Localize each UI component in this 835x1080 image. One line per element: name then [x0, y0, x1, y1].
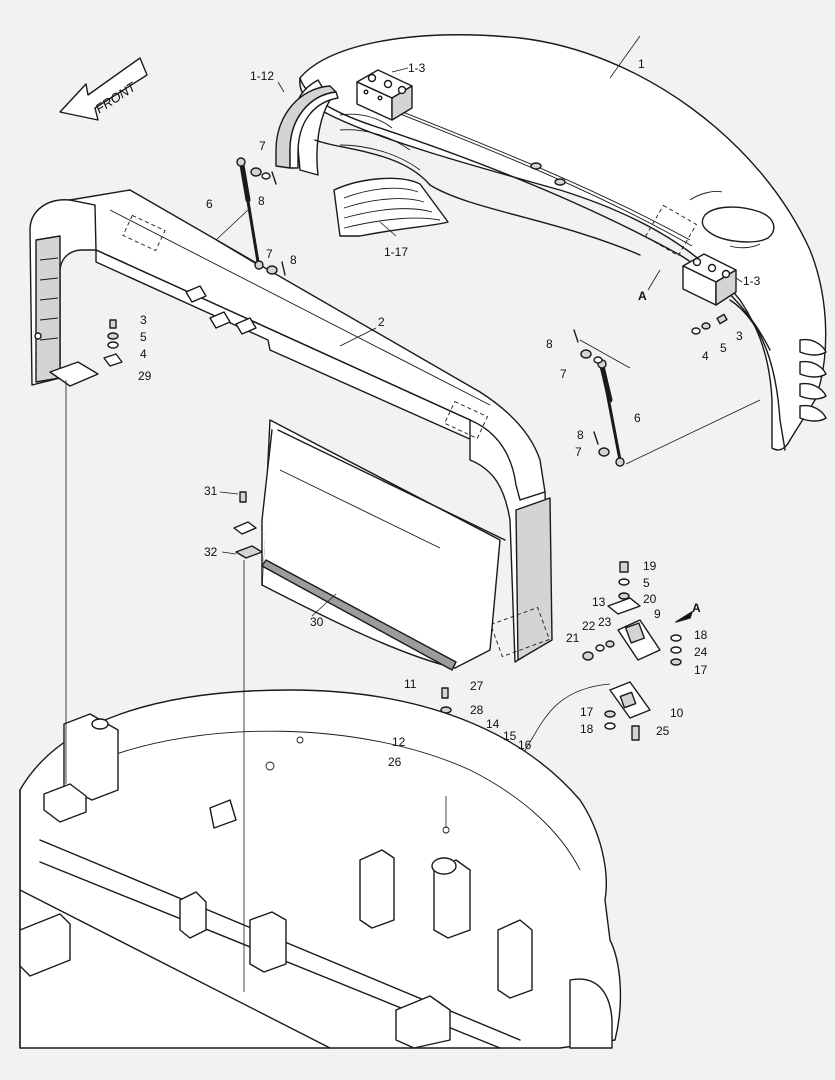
callout-19: 19 [643, 559, 657, 573]
gas-strut-left-part-6 [236, 157, 264, 270]
callout-1-17: 1-17 [384, 245, 408, 259]
view-marker-a-upper: A [638, 289, 647, 303]
callout-21: 21 [566, 631, 580, 645]
callout-4-left: 4 [140, 347, 147, 361]
upper-structure-chassis [19, 689, 622, 1049]
callout-10: 10 [670, 706, 684, 720]
callout-11: 11 [404, 677, 417, 691]
callout-17-upper: 17 [694, 663, 708, 677]
callout-29: 29 [138, 369, 152, 383]
callout-31: 31 [204, 484, 218, 498]
callout-30: 30 [310, 615, 324, 629]
callout-5-right: 5 [720, 341, 727, 355]
callout-7-d: 7 [575, 445, 582, 459]
callout-7-b: 7 [266, 247, 273, 261]
view-marker-a-lower: A [692, 601, 701, 615]
callout-7-c: 7 [560, 367, 567, 381]
callout-12: 12 [392, 735, 406, 749]
fastener-washers [103, 167, 728, 457]
callout-22: 22 [582, 619, 596, 633]
frame-part-2 [29, 189, 553, 663]
callout-8-a: 8 [258, 194, 265, 208]
shroud-panel [261, 419, 506, 669]
seal-part-1-12 [275, 85, 339, 169]
callout-16: 16 [518, 738, 532, 752]
callout-25: 25 [656, 724, 670, 738]
leader-lines [65, 35, 761, 992]
callout-28: 28 [470, 703, 484, 717]
callout-1: 1 [638, 57, 645, 71]
callout-13: 13 [592, 595, 606, 609]
seal-strip-part-30 [261, 559, 457, 671]
callout-18-lower: 18 [580, 722, 594, 736]
callout-26: 26 [388, 755, 402, 769]
callout-3-left: 3 [140, 313, 147, 327]
callout-14: 14 [486, 717, 500, 731]
callout-4-right: 4 [702, 349, 709, 363]
callout-27: 27 [470, 679, 484, 693]
callout-5-left: 5 [140, 330, 147, 344]
callout-15: 15 [503, 729, 517, 743]
engine-hood-part-1 [294, 34, 827, 451]
callout-6-left: 6 [206, 197, 213, 211]
callout-24: 24 [694, 645, 708, 659]
callout-20: 20 [643, 592, 657, 606]
callout-1-12: 1-12 [250, 69, 274, 83]
gas-strut-right-part-6 [597, 359, 625, 467]
callout-8-c: 8 [546, 337, 553, 351]
latch-assembly [582, 561, 693, 741]
callout-8-b: 8 [290, 253, 297, 267]
callout-5-latch: 5 [643, 576, 650, 590]
callout-2: 2 [378, 315, 385, 329]
callout-1-3-upper: 1-3 [408, 61, 426, 75]
callout-labels: 1 1-3 1-3 1-12 1-17 2 3 3 4 4 5 5 5 6 6 … [138, 57, 761, 769]
callout-7-a: 7 [259, 139, 266, 153]
callout-1-3-lower: 1-3 [743, 274, 761, 288]
callout-8-d: 8 [577, 428, 584, 442]
grille-part-1-17 [333, 177, 449, 237]
callout-17-lower: 17 [580, 705, 594, 719]
callout-3-right: 3 [736, 329, 743, 343]
hinge-part-1-3-lower [682, 253, 737, 306]
callout-18-upper: 18 [694, 628, 708, 642]
hinge-part-1-3-upper [356, 69, 413, 121]
callout-9: 9 [654, 607, 661, 621]
callout-32: 32 [204, 545, 218, 559]
callout-6-right: 6 [634, 411, 641, 425]
bolt-and-plate-31-32 [233, 491, 263, 559]
callout-23: 23 [598, 615, 612, 629]
